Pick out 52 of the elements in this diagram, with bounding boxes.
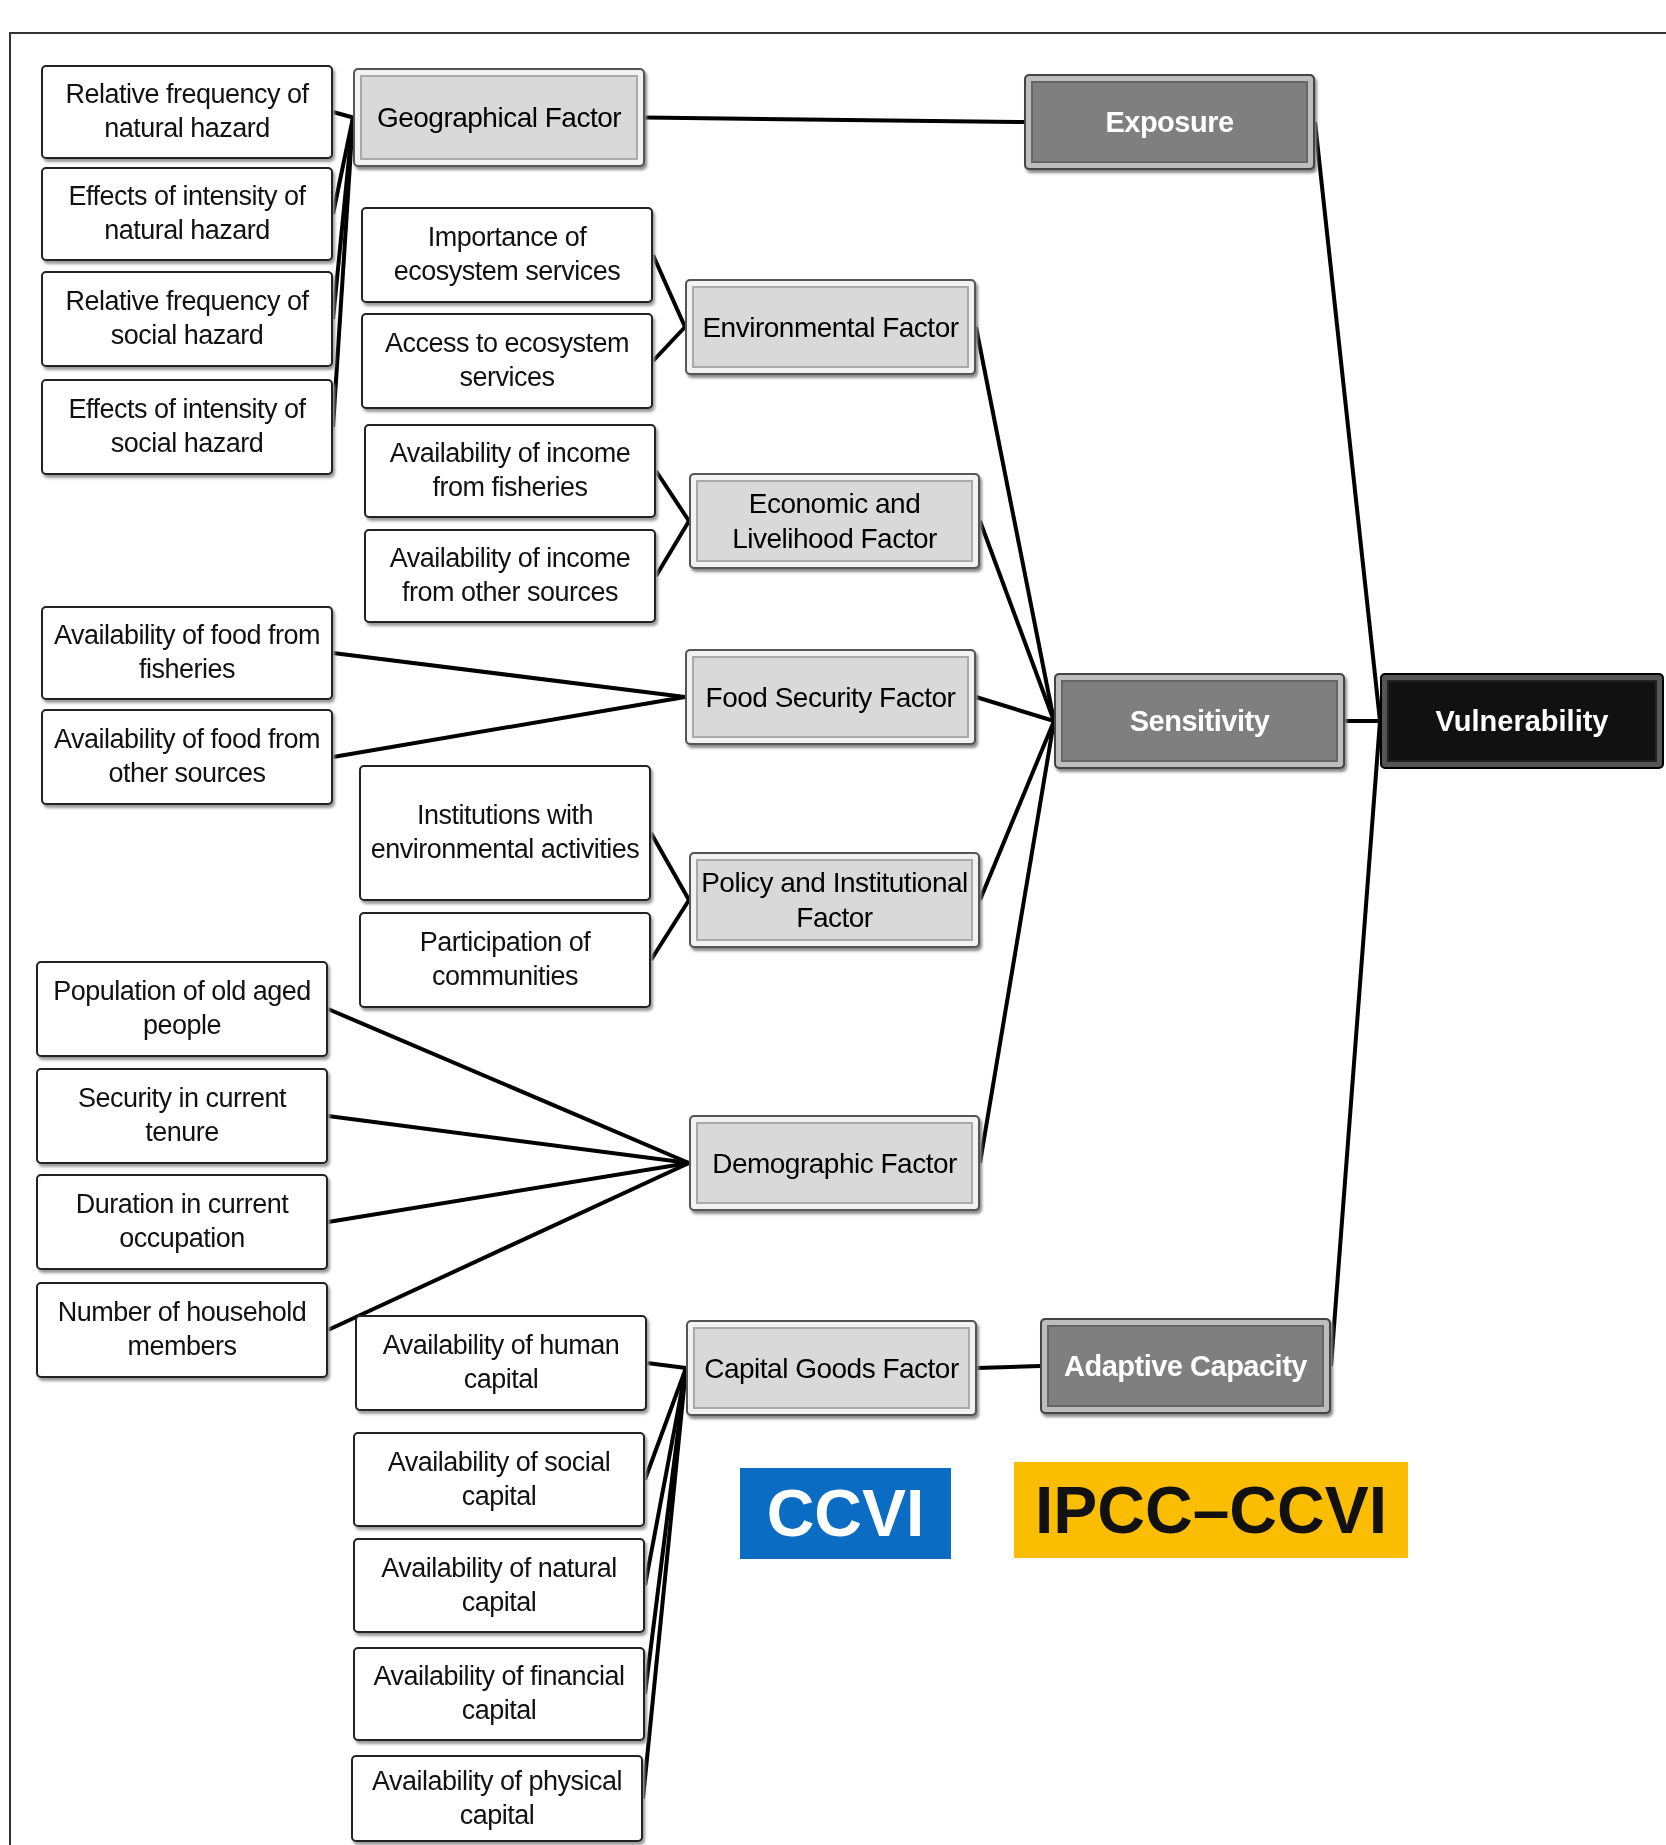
- connector-line: [976, 1364, 1041, 1370]
- connector-line: [332, 695, 686, 759]
- factor-box: Food Security Factor: [685, 649, 976, 745]
- indicator-box: Institutions with environmental activities: [359, 765, 651, 901]
- factor-box: Environmental Factor: [685, 279, 976, 375]
- indicator-box: Participation of communities: [359, 912, 651, 1008]
- connector-line: [978, 720, 1056, 1164]
- connector-line: [651, 325, 687, 363]
- dimension-box: Sensitivity: [1054, 673, 1345, 769]
- factor-box: Geographical Factor: [353, 68, 645, 167]
- indicator-box: Availability of physical capital: [351, 1755, 643, 1842]
- connector-line: [649, 832, 691, 901]
- indicator-box: Effects of intensity of social hazard: [41, 379, 333, 475]
- connector-line: [975, 695, 1055, 723]
- indicator-box: Relative frequency of natural hazard: [41, 65, 333, 159]
- indicator-box: Access to ecosystem services: [361, 313, 653, 409]
- connector-line: [651, 254, 687, 328]
- indicator-box: Number of household members: [36, 1282, 328, 1378]
- indicator-box: Security in current tenure: [36, 1068, 328, 1164]
- dimension-box: Adaptive Capacity: [1040, 1318, 1331, 1414]
- indicator-box: Availability of income from fisheries: [364, 424, 656, 518]
- connector-line: [1345, 719, 1380, 723]
- indicator-box: Availability of social capital: [353, 1432, 645, 1527]
- indicator-box: Population of old aged people: [36, 961, 328, 1057]
- connector-line: [331, 117, 355, 428]
- index-label-box: IPCC–CCVI: [1014, 1462, 1408, 1558]
- indicator-box: Availability of natural capital: [353, 1538, 645, 1633]
- connector-line: [646, 1361, 687, 1370]
- index-label-box: CCVI: [740, 1468, 951, 1559]
- indicator-box: Importance of ecosystem services: [361, 207, 653, 303]
- connector-line: [1329, 720, 1382, 1367]
- factor-box: Policy and Institutional Factor: [689, 852, 980, 948]
- factor-box: Capital Goods Factor: [686, 1320, 977, 1416]
- indicator-box: Availability of financial capital: [353, 1647, 645, 1741]
- factor-box: Economic and Livelihood Factor: [689, 473, 980, 569]
- indicator-box: Availability of income from other sources: [364, 529, 656, 623]
- indicator-box: Relative frequency of social hazard: [41, 271, 333, 367]
- connector-line: [649, 898, 691, 962]
- connector-line: [1313, 121, 1382, 722]
- outcome-box: Vulnerability: [1380, 673, 1664, 769]
- indicator-box: Duration in current occupation: [36, 1174, 328, 1270]
- connector-line: [654, 519, 691, 578]
- dimension-box: Exposure: [1024, 74, 1315, 170]
- indicator-box: Availability of human capital: [355, 1315, 647, 1411]
- indicator-box: Availability of food from other sources: [41, 709, 333, 805]
- factor-box: Demographic Factor: [689, 1115, 980, 1211]
- connector-line: [332, 110, 354, 120]
- connector-line: [644, 115, 1025, 124]
- connector-line: [327, 1161, 690, 1224]
- connector-line: [654, 469, 691, 523]
- indicator-box: Availability of food from fisheries: [41, 606, 333, 700]
- indicator-box: Effects of intensity of natural hazard: [41, 167, 333, 261]
